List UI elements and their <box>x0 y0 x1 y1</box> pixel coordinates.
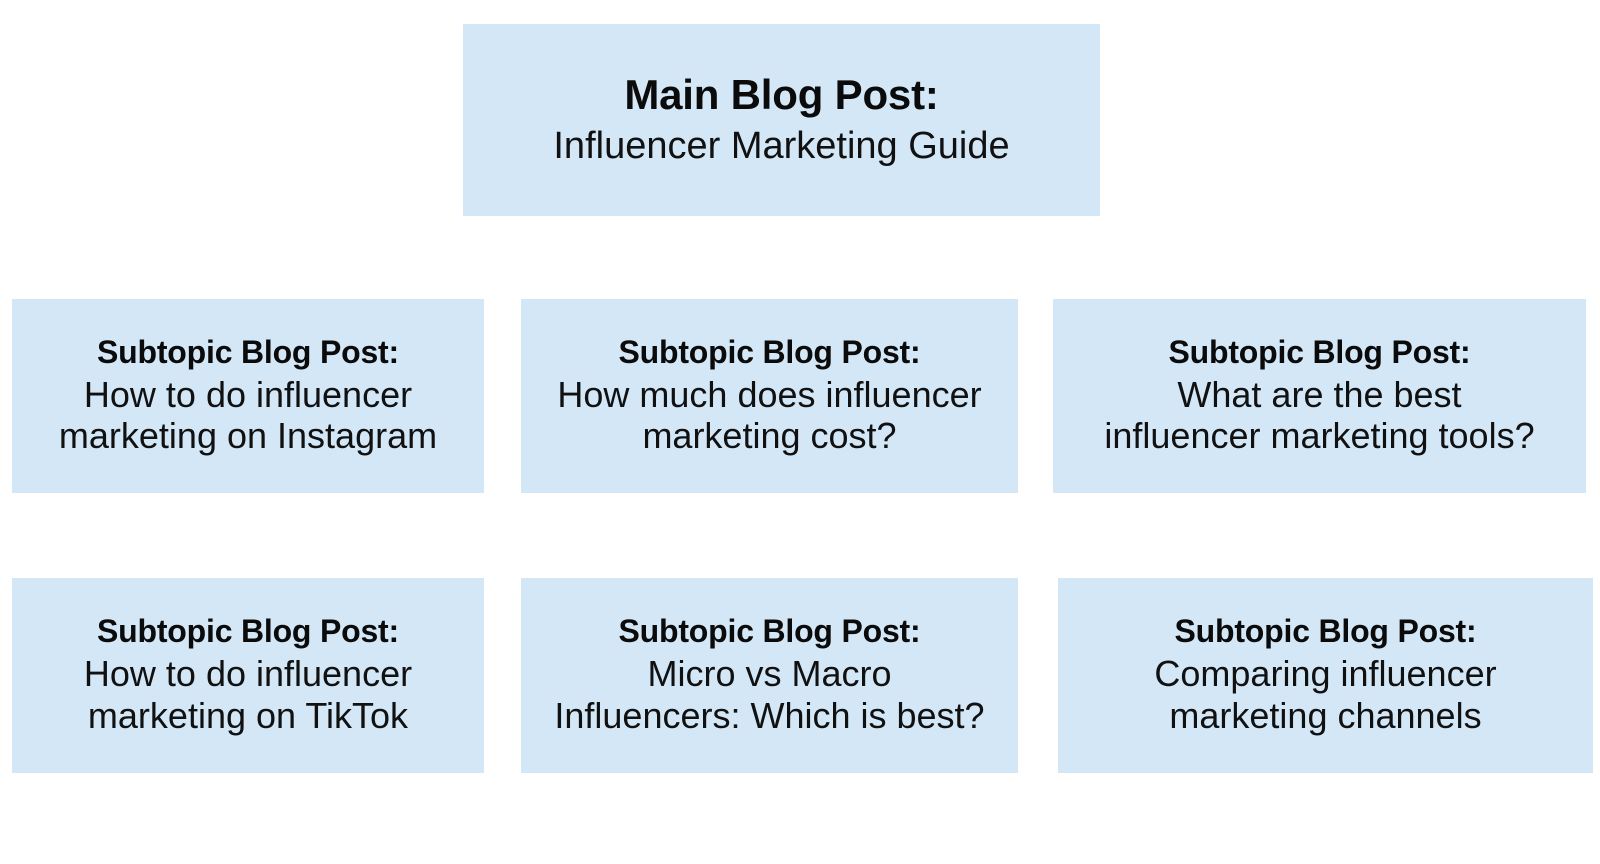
subtopic-node-5[interactable]: Subtopic Blog Post: Micro vs Macro Influ… <box>521 578 1018 773</box>
main-blog-post-body: Influencer Marketing Guide <box>553 125 1010 168</box>
subtopic-node-6-title: Subtopic Blog Post: <box>1174 613 1477 650</box>
subtopic-node-3[interactable]: Subtopic Blog Post: What are the best in… <box>1053 299 1586 493</box>
subtopic-node-3-body: What are the best influencer marketing t… <box>1104 373 1535 457</box>
subtopic-node-4-title: Subtopic Blog Post: <box>97 613 399 650</box>
subtopic-node-1-body: How to do influencer marketing on Instag… <box>58 373 438 457</box>
subtopic-node-2[interactable]: Subtopic Blog Post: How much does influe… <box>521 299 1018 493</box>
main-blog-post-title: Main Blog Post: <box>624 71 939 119</box>
subtopic-node-6-body: Comparing influencer marketing channels <box>1154 653 1497 736</box>
subtopic-node-1-title: Subtopic Blog Post: <box>97 333 399 370</box>
subtopic-node-4-body: How to do influencer marketing on TikTok <box>83 653 413 736</box>
subtopic-node-4[interactable]: Subtopic Blog Post: How to do influencer… <box>12 578 484 773</box>
subtopic-node-5-title: Subtopic Blog Post: <box>618 613 921 650</box>
subtopic-node-5-body: Micro vs Macro Influencers: Which is bes… <box>554 653 985 736</box>
subtopic-node-6[interactable]: Subtopic Blog Post: Comparing influencer… <box>1058 578 1593 773</box>
main-blog-post-node[interactable]: Main Blog Post: Influencer Marketing Gui… <box>463 24 1100 216</box>
subtopic-node-3-title: Subtopic Blog Post: <box>1168 333 1471 370</box>
subtopic-node-2-title: Subtopic Blog Post: <box>618 333 921 370</box>
subtopic-node-1[interactable]: Subtopic Blog Post: How to do influencer… <box>12 299 484 493</box>
subtopic-node-2-body: How much does influencer marketing cost? <box>557 373 982 457</box>
